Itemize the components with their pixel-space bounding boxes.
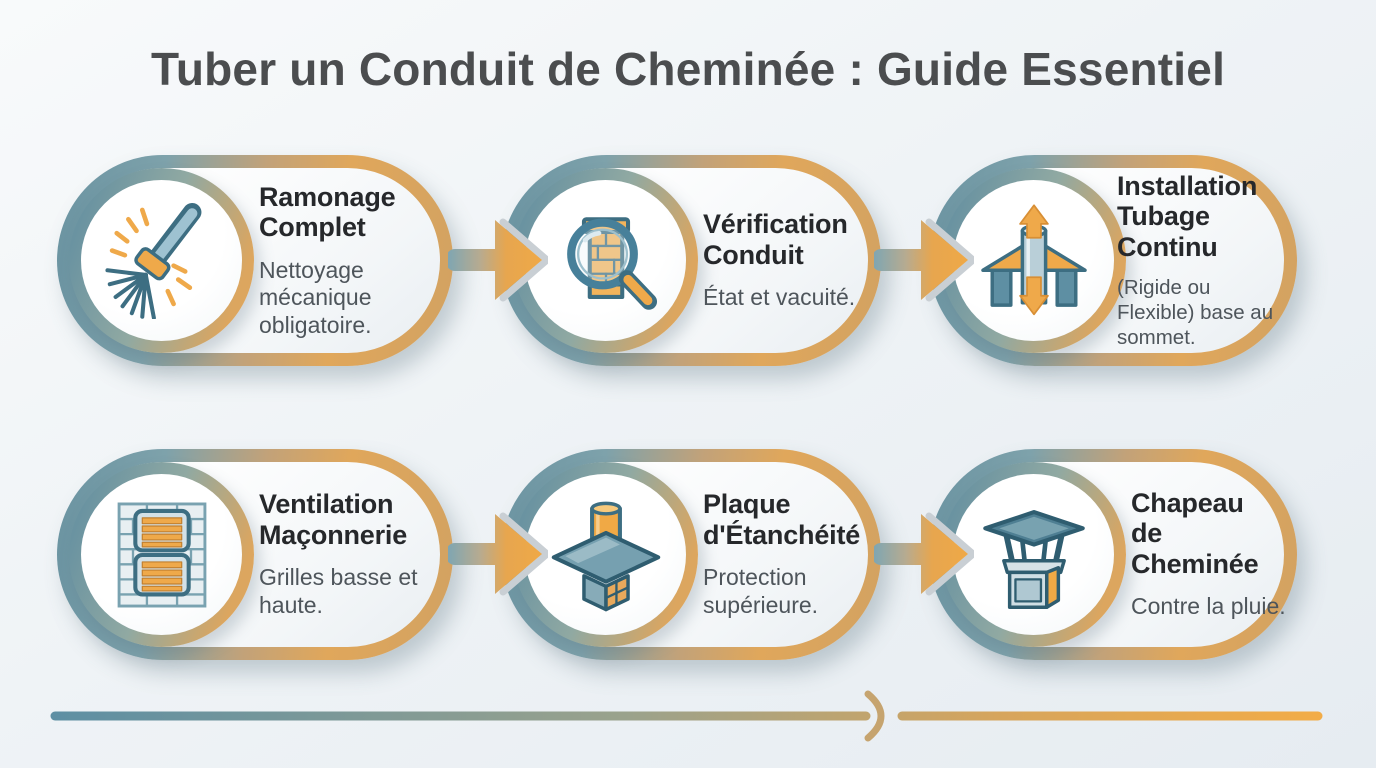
icon-circle xyxy=(69,168,254,353)
masonry-vents-icon xyxy=(117,502,206,607)
timeline-arrow xyxy=(50,690,1323,742)
icon-disc xyxy=(525,180,686,341)
icon-disc xyxy=(81,474,242,635)
step-description: État et vacuité. xyxy=(703,284,856,311)
icon-disc xyxy=(81,180,242,341)
connector-arrow xyxy=(448,506,548,602)
card-text: Ramonage Complet Nettoyage mécanique obl… xyxy=(259,155,437,366)
icon-disc xyxy=(525,474,686,635)
step-card-ramonage: Ramonage Complet Nettoyage mécanique obl… xyxy=(57,155,453,366)
step-card-verification: Vérification Conduit État et vacuité. xyxy=(501,155,881,366)
step-card-ventilation: Ventilation Maçonnerie Grilles basse et … xyxy=(57,449,453,660)
chimney-cap-icon xyxy=(982,509,1085,609)
card-text: Ventilation Maçonnerie Grilles basse et … xyxy=(259,449,437,660)
icon-circle xyxy=(941,462,1126,647)
step-description: Contre la pluie. xyxy=(1131,593,1286,620)
step-description: Protection supérieure. xyxy=(703,564,819,618)
step-card-chapeau: Chapeau de Cheminée Contre la pluie. xyxy=(929,449,1297,660)
card-text: Vérification Conduit État et vacuité. xyxy=(703,155,865,366)
step-card-tubage: Installation Tubage Continu (Rigide ou F… xyxy=(929,155,1297,366)
step-heading: Vérification Conduit xyxy=(703,209,848,270)
step-heading: Installation Tubage Continu xyxy=(1117,170,1258,262)
step-card-plaque: Plaque d'Étanchéité Protection supérieur… xyxy=(501,449,881,660)
step-description: (Rigide ou Flexible) base au sommet. xyxy=(1117,276,1274,349)
connector-arrow xyxy=(874,506,974,602)
card-text: Installation Tubage Continu (Rigide ou F… xyxy=(1117,155,1293,366)
card-text: Plaque d'Étanchéité Protection supérieur… xyxy=(703,449,865,660)
connector-arrow xyxy=(448,212,548,308)
sealing-plate-icon xyxy=(551,501,660,611)
step-description: Grilles basse et haute. xyxy=(259,564,418,618)
chevron-icon xyxy=(864,690,885,742)
sweep-brush-icon xyxy=(104,202,201,319)
page-title: Tuber un Conduit de Cheminée : Guide Ess… xyxy=(150,43,1226,95)
icon-circle xyxy=(513,168,698,353)
card-text: Chapeau de Cheminée Contre la pluie. xyxy=(1131,449,1286,660)
icon-disc xyxy=(953,474,1114,635)
icon-disc xyxy=(953,180,1114,341)
step-heading: Ramonage Complet xyxy=(259,181,396,243)
flue-liner-arrows-icon xyxy=(980,203,1087,315)
connector-arrow xyxy=(874,212,974,308)
step-heading: Ventilation Maçonnerie xyxy=(259,489,408,550)
icon-circle xyxy=(69,462,254,647)
step-description: Nettoyage mécanique obligatoire. xyxy=(259,256,372,338)
step-heading: Chapeau de Cheminée xyxy=(1131,487,1259,579)
magnifier-chimney-icon xyxy=(566,216,657,310)
step-heading: Plaque d'Étanchéité xyxy=(703,489,861,550)
